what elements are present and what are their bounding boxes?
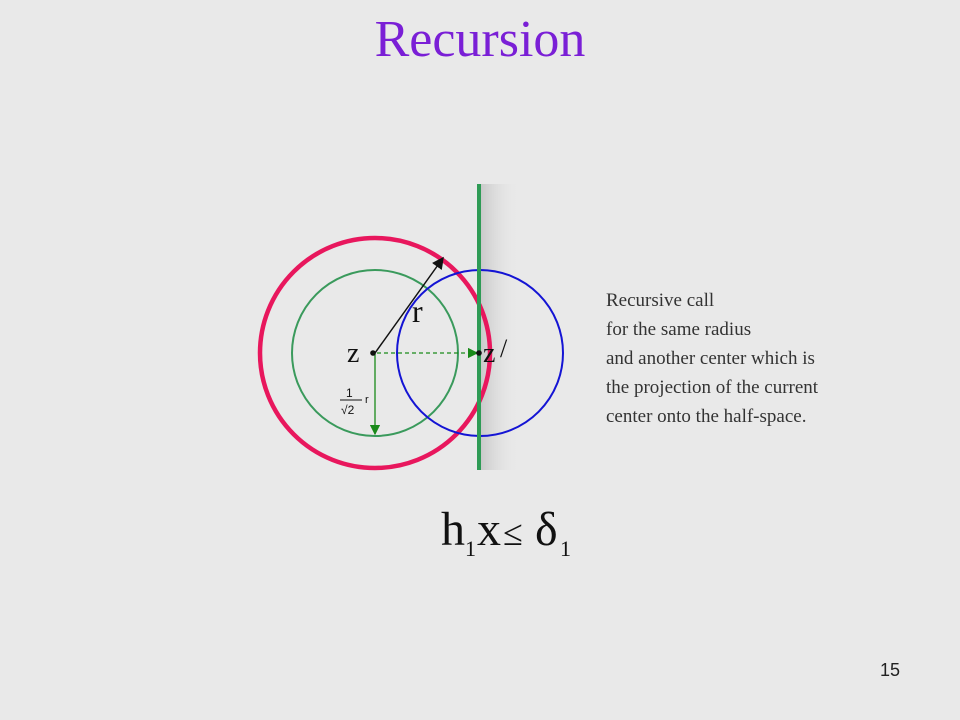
inner-radius-r: r: [365, 394, 369, 406]
label-z: z: [347, 338, 359, 369]
inner-radius-label: 1 √2 r: [340, 386, 369, 417]
radius-arrow: [374, 256, 444, 354]
formula-h-subscript: 1: [465, 536, 476, 561]
description-line: center onto the half-space.: [606, 406, 807, 427]
formula-delta-subscript: 1: [560, 536, 571, 561]
description-line: for the same radius: [606, 319, 752, 340]
label-r: r: [412, 293, 423, 329]
formula-leq: ≤: [503, 513, 523, 553]
formula-x: x: [477, 503, 501, 556]
prime-mark: /: [500, 334, 508, 363]
description-line: the projection of the current: [606, 377, 819, 398]
slide-title: Recursion: [374, 11, 586, 68]
center-point-z: [370, 350, 376, 356]
label-z-prime: z: [483, 338, 495, 369]
description-text: Recursive call for the same radius and a…: [606, 286, 818, 431]
slide-number: 15: [880, 660, 901, 680]
description-line: Recursive call: [606, 290, 715, 311]
outer-circle: [257, 235, 493, 471]
description-line: and another center which is: [606, 348, 815, 369]
half-space-formula: h 1 x ≤ δ 1: [441, 503, 571, 561]
inner-radius-denominator: √2: [341, 403, 355, 417]
inner-radius-numerator: 1: [346, 386, 353, 400]
formula-h: h: [441, 503, 465, 556]
center-point-z-prime: [476, 350, 482, 356]
formula-delta: δ: [535, 503, 558, 556]
